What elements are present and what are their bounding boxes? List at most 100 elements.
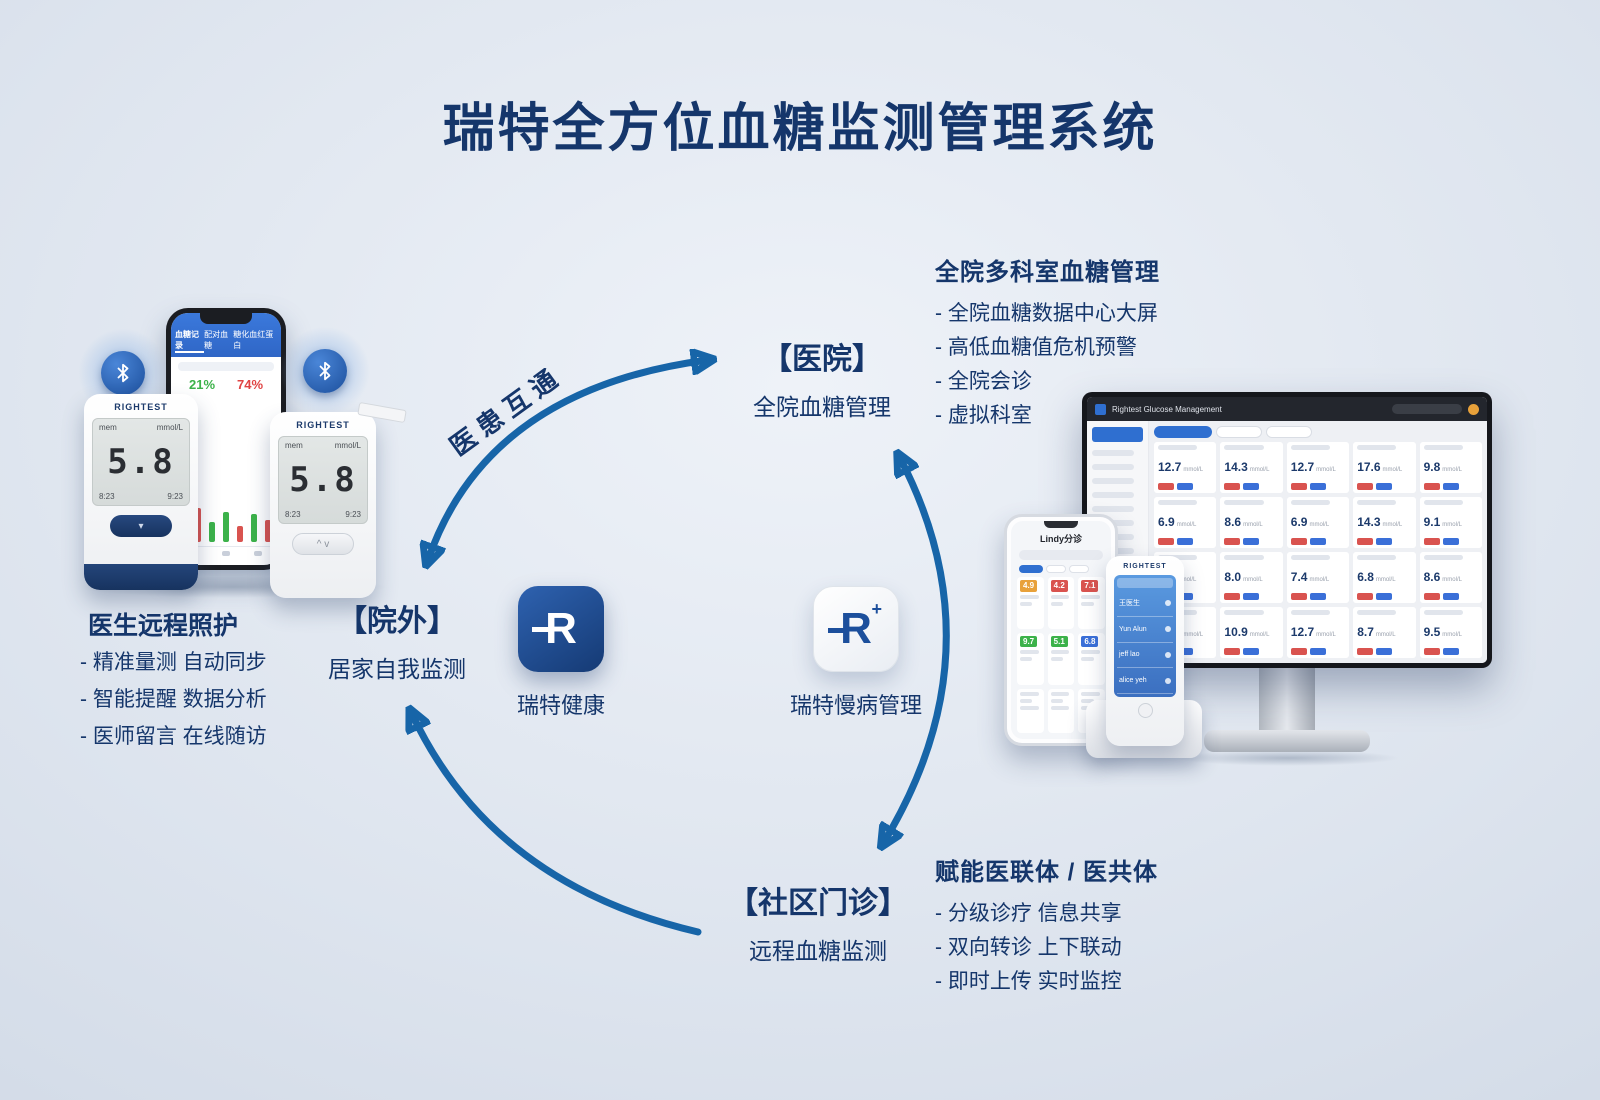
unit-label: mmol/L (1316, 631, 1336, 638)
triage-app-title: Lindy分诊 (1040, 534, 1082, 544)
low-alert-badge (1376, 538, 1393, 545)
high-alert-badge (1290, 593, 1307, 600)
node-community-clinic: 【社区门诊】 远程血糖监测 (688, 878, 948, 966)
range-segmented-control (178, 362, 274, 371)
patient-tile (1017, 688, 1044, 733)
unit-label: mmol/L (1243, 576, 1263, 583)
glucose-meter-left: RIGHTEST mem mmol/L 5.8 8:23 9:23 ▾ (84, 394, 198, 590)
low-alert-badge (1442, 648, 1459, 655)
patient-tile: 6.8 (1078, 632, 1105, 685)
monitor-base (1204, 730, 1370, 752)
phone-tile-grid: 4.9 4.2 7.1 9.7 5.1 6.8 (1011, 577, 1111, 739)
app-label: 瑞特慢病管理 (789, 693, 922, 718)
unit-label: mmol/L (1375, 631, 1396, 638)
unit-label: mmol/L (1183, 466, 1204, 473)
unit-label: mmol/L (1382, 466, 1403, 473)
logo-plus: + (871, 599, 882, 619)
tab-hba1c: 糖化血红蛋白 (233, 330, 274, 350)
bluetooth-icon (303, 349, 347, 393)
arrow-label: 医患互通 (444, 359, 569, 462)
bullet: - 医师留言 在线随访 (80, 725, 267, 748)
low-alert-badge (1309, 593, 1326, 600)
high-alert-badge (1423, 593, 1440, 600)
meter-mode-label: mem (285, 441, 303, 450)
node-title: 【院外】 (337, 605, 457, 638)
meter-unit-label: mmol/L (334, 441, 361, 450)
filter-chip (1216, 426, 1262, 438)
meter-list-row: jeff lao (1117, 643, 1173, 669)
monitor-stand (1259, 666, 1315, 734)
community-feature-panel: 赋能医联体 / 医共体 - 分级诊疗 信息共享 - 双向转诊 上下联动 - 即时… (935, 852, 1158, 999)
node-subtitle: 全院血糖管理 (753, 394, 891, 420)
meter-lcd: mem mmol/L 5.8 8:23 9:23 (92, 418, 190, 506)
panel-heading: 全院多科室血糖管理 (935, 259, 1160, 286)
panel-heading: 赋能医联体 / 医共体 (935, 859, 1159, 886)
high-alert-badge (1158, 538, 1174, 545)
high-alert-badge (1290, 483, 1307, 490)
high-alert-badge (1290, 648, 1307, 655)
low-alert-badge (1177, 648, 1193, 655)
unit-label: mmol/L (1316, 466, 1336, 473)
phone-notch (1044, 521, 1078, 528)
high-alert-badge (1357, 593, 1374, 600)
meter-list-row: alice yeh (1117, 668, 1173, 694)
low-alert-badge (1177, 483, 1193, 490)
filter-chip-active (1154, 426, 1212, 438)
meter-lcd: mem mmol/L 5.8 8:23 9:23 (278, 436, 368, 524)
high-alert-badge (1224, 483, 1241, 490)
low-alert-badge (1442, 593, 1459, 600)
hospital-feature-panel: 全院多科室血糖管理 - 全院血糖数据中心大屏 - 高低血糖值危机预警 - 全院会… (935, 252, 1160, 433)
unit-label: mmol/L (1375, 576, 1396, 583)
phone-notch (200, 313, 252, 324)
unit-label: mmol/L (1176, 576, 1197, 583)
bullet: - 高低血糖值危机预警 (935, 336, 1137, 359)
high-alert-badge (1357, 538, 1374, 545)
unit-label: mmol/L (1442, 576, 1462, 583)
low-alert-badge (1243, 483, 1260, 490)
node-outside-hospital: 【院外】 居家自我监测 (297, 596, 497, 684)
meter-bottom-band (84, 564, 198, 590)
bullet: - 智能提醒 数据分析 (80, 688, 267, 711)
low-alert-badge (1243, 648, 1260, 655)
bullet: - 虚拟科室 (935, 404, 1032, 427)
low-alert-badge (1309, 483, 1326, 490)
meter-mode-label: mem (99, 423, 117, 432)
meter-button: ^ v (292, 533, 354, 555)
unit-label: mmol/L (1442, 466, 1462, 473)
low-alert-badge (1376, 483, 1393, 490)
arrow-community-outside (412, 714, 702, 936)
meter-list-row: Yun Alun (1117, 617, 1173, 643)
meter-time: 9:23 (345, 510, 361, 519)
tab-paired-glucose: 配对血糖 (204, 330, 229, 350)
unit-label: mmol/L (1176, 521, 1197, 528)
node-subtitle: 远程血糖监测 (749, 938, 887, 964)
high-alert-badge (1357, 648, 1374, 655)
device-home-button (1137, 703, 1153, 718)
meter-reading: 5.8 (289, 460, 357, 500)
tab-glucose-log: 血糖记录 (175, 329, 205, 353)
node-title: 【医院】 (762, 343, 882, 376)
high-alert-badge (1423, 483, 1440, 490)
high-alert-badge (1158, 483, 1174, 490)
low-alert-badge (1442, 538, 1459, 545)
app-header: 血糖记录 配对血糖 糖化血红蛋白 (171, 313, 281, 357)
node-title: 【社区门诊】 (728, 887, 908, 920)
chronic-care-logo-icon: R + (813, 586, 899, 672)
device-brand: RIGHTEST (1123, 563, 1167, 570)
high-alert-badge (1224, 538, 1241, 545)
patient-tile: 7.1 (1078, 577, 1105, 629)
patient-tile (1047, 688, 1075, 733)
meter-brand: RIGHTEST (296, 420, 350, 430)
low-alert-badge (1177, 593, 1193, 600)
